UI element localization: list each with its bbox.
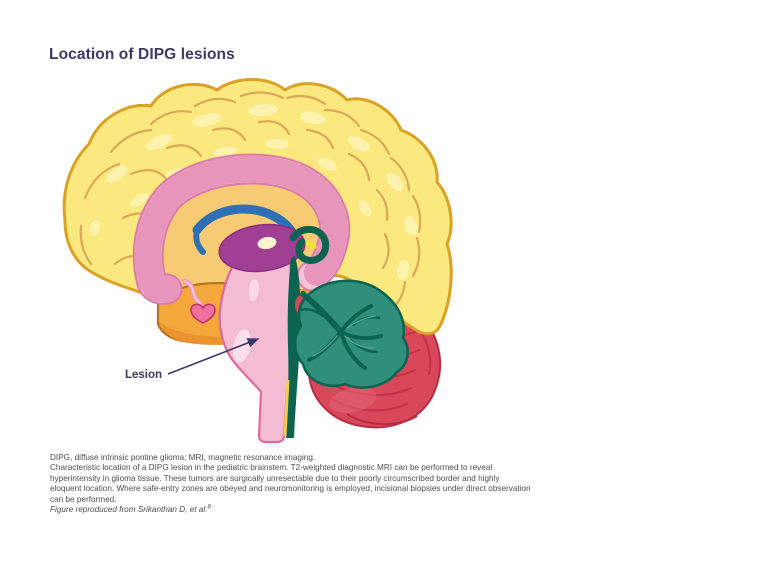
tectum-hook bbox=[289, 225, 330, 264]
corpus-callosum-region bbox=[132, 153, 351, 305]
gyri-highlights bbox=[89, 103, 418, 280]
pituitary-gland bbox=[190, 303, 216, 324]
footnote-abbreviations: DIPG, diffuse intrinsic pontine glioma; … bbox=[50, 453, 316, 462]
pineal-gland bbox=[305, 240, 317, 250]
gyri-fold-lines bbox=[79, 91, 422, 314]
brain-illustration: Lesion bbox=[62, 78, 453, 444]
footnote-description: Characteristic location of a DIPG lesion… bbox=[50, 463, 531, 504]
midbrain-highlight bbox=[248, 279, 260, 301]
fornix-column bbox=[193, 227, 206, 255]
thalamus-spot bbox=[257, 236, 277, 250]
cord-stripe bbox=[283, 379, 290, 437]
footnote-reference-number: 8 bbox=[207, 504, 211, 511]
footnote-source: Figure reproduced from Srikanthan D, et … bbox=[50, 504, 211, 515]
cerebellum-highlight bbox=[329, 387, 377, 413]
arbor-vitae-branches bbox=[299, 291, 383, 370]
page-title: Location of DIPG lesions bbox=[49, 46, 235, 63]
lesion-label: Lesion bbox=[125, 369, 162, 381]
corpus-callosum-stripes bbox=[134, 155, 349, 303]
arbor-vitae-veins bbox=[312, 315, 376, 357]
footnote-block: DIPG, diffuse intrinsic pontine glioma; … bbox=[50, 453, 532, 515]
lesion-arrow bbox=[167, 338, 260, 375]
cerebellum-lobe-divider bbox=[346, 413, 418, 426]
